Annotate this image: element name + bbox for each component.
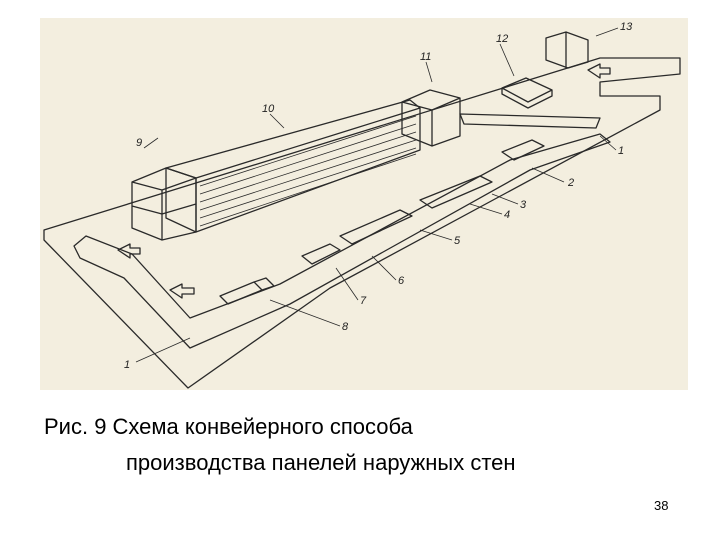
conveyor-loop	[73, 133, 611, 349]
frame-11	[401, 89, 461, 147]
figure-caption-line-1: Рис. 9 Схема конвейерного способа	[44, 414, 413, 439]
floor-outline	[43, 57, 681, 389]
label-10: 10	[262, 103, 275, 115]
frame-9	[131, 167, 197, 241]
label-2: 2	[567, 177, 574, 189]
arrow-right	[587, 63, 611, 79]
label-6: 6	[398, 275, 405, 287]
leader-lines	[135, 27, 619, 363]
conveyor-posts	[219, 139, 545, 305]
device-13	[545, 31, 589, 69]
conveyor-diagram-svg: 1 2 3 4 5 6 7 8 1 9 10 11 12 13	[43, 21, 681, 389]
label-8: 8	[342, 321, 349, 333]
label-3: 3	[520, 199, 527, 211]
curing-chamber	[165, 99, 421, 233]
label-5: 5	[454, 235, 461, 247]
page-number: 38	[654, 498, 669, 513]
label-1-right: 1	[618, 145, 624, 157]
device-12	[501, 77, 553, 109]
figure-caption-line-2: производства панелей наружных стен	[126, 450, 516, 475]
label-7: 7	[360, 295, 367, 307]
curing-chamber-hatch	[199, 115, 417, 227]
return-lane	[459, 113, 601, 129]
arrow-left	[117, 243, 141, 259]
conveyor-diagram: 1 2 3 4 5 6 7 8 1 9 10 11 12 13	[40, 18, 688, 390]
label-13: 13	[620, 21, 633, 33]
label-11: 11	[420, 51, 431, 63]
arrow-bottom	[169, 283, 195, 299]
label-1-left: 1	[124, 359, 130, 371]
label-9: 9	[136, 137, 142, 149]
label-4: 4	[504, 209, 510, 221]
label-12: 12	[496, 33, 508, 45]
